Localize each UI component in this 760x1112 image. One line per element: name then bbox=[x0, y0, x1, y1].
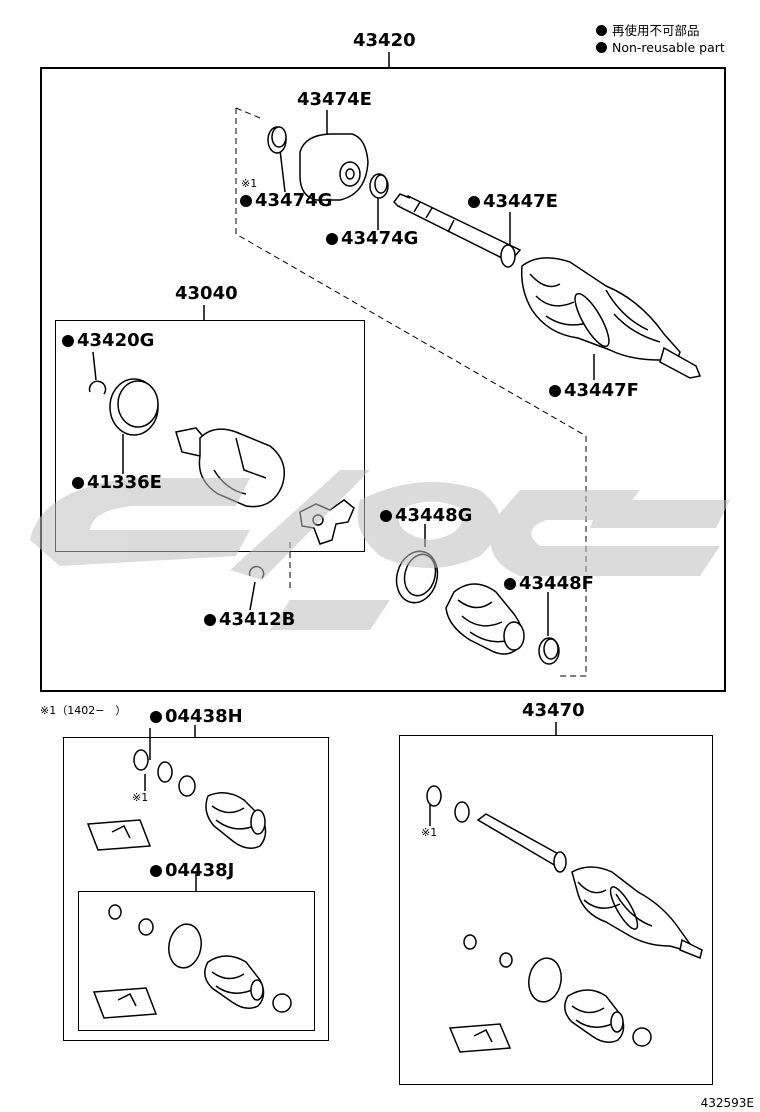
part-43447F: 43447F bbox=[549, 380, 639, 401]
right-assembly-box bbox=[399, 735, 713, 1085]
assembly-number: 43420 bbox=[353, 30, 416, 51]
kit-04438J: 04438J bbox=[150, 860, 234, 881]
figure-code: 432593E bbox=[700, 1096, 754, 1110]
kit-04438H: 04438H bbox=[150, 706, 243, 727]
boot-kit-inner-box bbox=[78, 891, 315, 1031]
legend-line-jp: 再使用不可部品 bbox=[596, 20, 700, 39]
right-note-marker: ※1 bbox=[421, 826, 438, 839]
part-43412B: 43412B bbox=[204, 609, 295, 630]
part-41336E: 41336E bbox=[72, 472, 162, 493]
note-marker: ※1 bbox=[241, 177, 258, 190]
part-43474G-b: 43474G bbox=[326, 228, 418, 249]
part-43448G: 43448G bbox=[380, 505, 472, 526]
part-43447E: 43447E bbox=[468, 191, 558, 212]
kit-note-marker: ※1 bbox=[132, 791, 149, 804]
part-43448F: 43448F bbox=[504, 573, 594, 594]
non-reusable-dot-icon bbox=[596, 42, 607, 53]
legend-line-en: Non-reusable part bbox=[596, 40, 725, 55]
part-43474G-a: 43474G bbox=[240, 190, 332, 211]
right-box-number: 43470 bbox=[522, 700, 585, 721]
inner-box-number: 43040 bbox=[175, 283, 238, 304]
boot-kit-box bbox=[63, 737, 329, 1041]
main-assembly-box bbox=[40, 67, 726, 692]
part-43420G: 43420G bbox=[62, 330, 154, 351]
applicability-note: ※1（1402− ） bbox=[40, 704, 127, 717]
non-reusable-dot-icon bbox=[596, 25, 607, 36]
watermark-logo bbox=[30, 470, 730, 630]
part-43474E: 43474E bbox=[297, 89, 372, 110]
